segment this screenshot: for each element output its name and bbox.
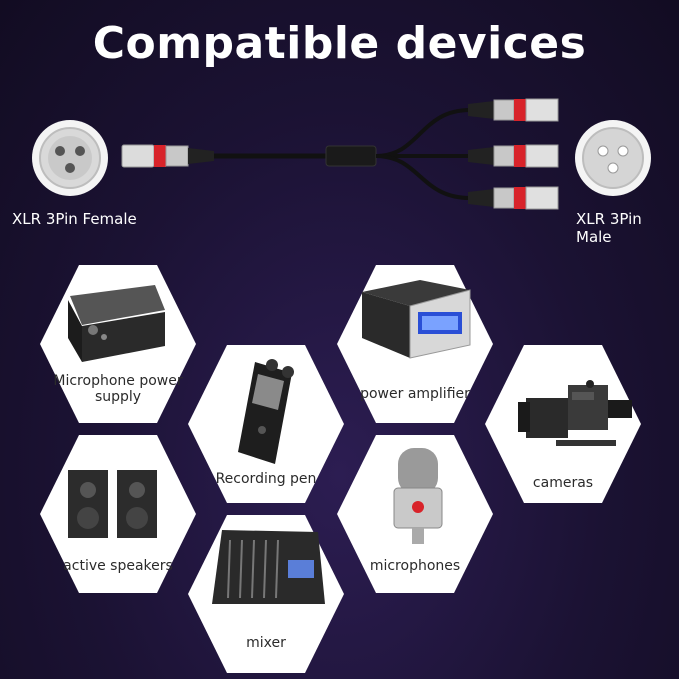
amplifier-icon [362,280,471,359]
device-label: Microphone power supply [53,373,183,405]
male-connector-label: XLR 3Pin Male [576,210,642,246]
male-plug [468,144,559,168]
phantom-power-icon [68,285,165,362]
device-hex-microphones [337,435,493,593]
xlr-female-face-icon [32,120,108,196]
male-plug [468,98,559,122]
device-label: microphones [369,558,461,574]
female-connector-label: XLR 3Pin Female [12,210,137,228]
male-plug [468,186,559,210]
device-hex-microphone-power-supply [40,265,196,423]
xlr-male-face-icon [575,120,651,196]
camera-icon [518,380,632,446]
device-label: power amplifier [360,386,470,402]
device-hex-power-amplifier [337,265,493,423]
page-title: Compatible devices [92,18,587,69]
device-label: cameras [532,475,594,491]
device-hex-active-speakers [40,435,196,593]
female-plug [121,144,214,168]
mixer-icon [212,530,325,604]
device-hex-recording-pen [188,345,344,503]
speakers-icon [68,470,157,538]
device-hex-mixer [188,515,344,673]
device-label: Recording pen [215,471,317,487]
device-label: active speakers [63,558,173,574]
device-label: mixer [246,635,286,651]
device-hex-cameras [485,345,641,503]
microphone-icon [393,448,443,544]
recorder-icon [238,359,294,464]
